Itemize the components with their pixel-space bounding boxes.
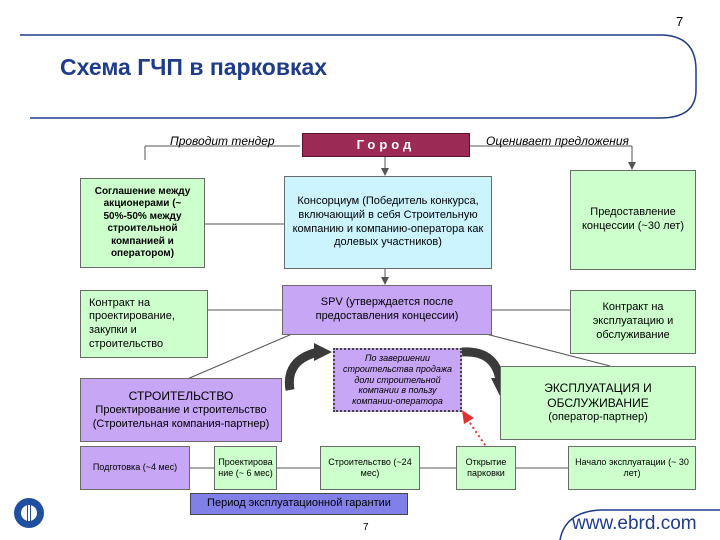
concession-box: Предоставление концессии (~30 лет) — [570, 170, 696, 270]
city-label: Город — [356, 136, 416, 152]
timeline-prep-box: Подготовка (~4 мес) — [80, 446, 190, 490]
timeline-start-operation-text: Начало эксплуатации (~ 30 лет) — [575, 456, 689, 478]
operation-body: (оператор-партнер) — [548, 411, 648, 424]
timeline-opening-text: Открытие парковки — [465, 456, 507, 478]
timeline-design-text: Проектирование (~ 6 мес) — [218, 456, 273, 478]
tender-label: Проводит тендер — [170, 134, 275, 148]
operation-contract-text: Контракт на эксплуатацию и обслуживание — [592, 301, 674, 341]
evaluates-label: Оценивает предложения — [486, 134, 629, 148]
construction-title: СТРОИТЕЛЬСТВО — [128, 388, 234, 403]
ebrd-logo-icon — [14, 498, 44, 528]
warranty-period-bar: Период эксплуатационной гарантии — [190, 493, 408, 515]
operation-title: ЭКСПЛУАТАЦИЯ И ОБСЛУЖИВАНИЕ — [544, 381, 652, 411]
timeline-opening-box: Открытие парковки — [456, 446, 516, 490]
operation-contract-box: Контракт на эксплуатацию и обслуживание — [570, 290, 696, 354]
consortium-text: Консорциум (Победитель конкурса, включаю… — [292, 195, 484, 249]
footer-curve — [559, 509, 720, 540]
spv-text: SPV (утверждается после предоставления к… — [315, 296, 459, 322]
design-contract-text: Контракт на проектирование, закупки и ст… — [89, 296, 175, 350]
timeline-build-text: Строительство (~24 мес) — [328, 456, 412, 478]
footer-url[interactable]: www.ebrd.com — [572, 513, 697, 534]
timeline-prep-text: Подготовка (~4 мес) — [92, 462, 178, 473]
ebrd-logo — [12, 496, 46, 530]
construction-box: СТРОИТЕЛЬСТВО Проектирование и строитель… — [80, 378, 282, 442]
timeline-design-box: Проектирование (~ 6 мес) — [214, 446, 277, 490]
timeline-build-box: Строительство (~24 мес) — [320, 446, 420, 490]
page-number-bottom: 7 — [363, 522, 369, 533]
concession-text: Предоставление концессии (~30 лет) — [581, 206, 685, 232]
city-box: Город — [302, 133, 470, 157]
page-number-top: 7 — [676, 14, 684, 29]
construction-body: Проектирование и строительство (Строител… — [92, 403, 270, 430]
consortium-box: Консорциум (Победитель конкурса, включаю… — [284, 176, 492, 269]
design-contract-box: Контракт на проектирование, закупки и ст… — [80, 290, 208, 358]
operation-box: ЭКСПЛУАТАЦИЯ И ОБСЛУЖИВАНИЕ (оператор-па… — [500, 366, 696, 440]
timeline-start-operation-box: Начало эксплуатации (~ 30 лет) — [568, 446, 696, 490]
page-title: Схема ГЧП в парковках — [60, 54, 328, 80]
warranty-period-text: Период эксплуатационной гарантии — [207, 497, 391, 510]
share-sale-note-box: По завершении строительства продажа доли… — [333, 348, 462, 412]
shareholders-agreement-text: Соглашение между акционерами (~ 50%-50% … — [94, 185, 191, 260]
spv-box: SPV (утверждается после предоставления к… — [282, 285, 492, 335]
share-sale-note-text: По завершении строительства продажа доли… — [342, 353, 453, 407]
shareholders-agreement-box: Соглашение между акционерами (~ 50%-50% … — [80, 178, 205, 268]
